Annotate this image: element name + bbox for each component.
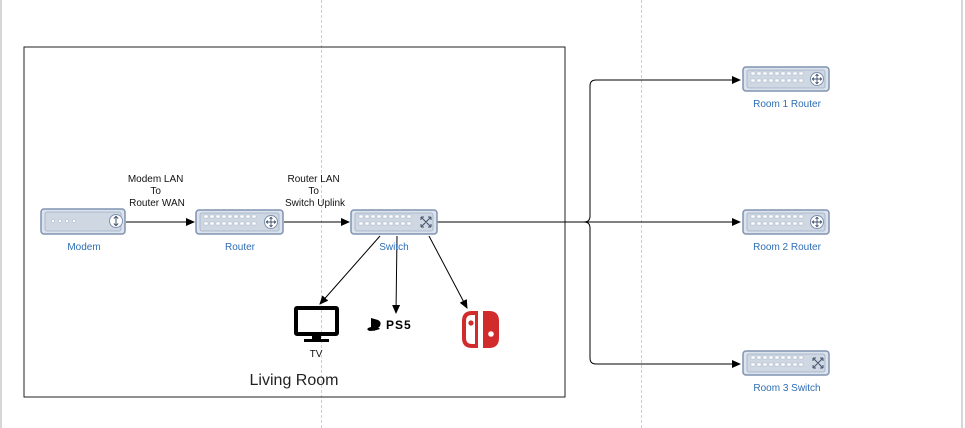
modem-label: Modem [67,242,100,253]
edge-label-modem-router: Modem LAN To Router WAN [128,174,186,209]
room2-router-device[interactable] [742,209,830,235]
router-label: Router [225,242,256,253]
tv-icon[interactable] [294,306,339,342]
edge-label-router-switch: Router LAN To Switch Uplink [285,174,346,209]
switch-device[interactable] [350,209,438,235]
switch-label: Switch [379,242,408,253]
edge-switch-tv [319,235,381,305]
switch-cross-icon [420,216,432,228]
nintendo-switch-icon[interactable] [462,311,499,348]
edge-switch-room1 [437,76,741,223]
room3-switch-device[interactable] [742,350,830,376]
tv-label: TV [310,349,323,360]
edge-switch-room3 [437,221,741,368]
page-border-left [0,0,2,428]
room2-router-label: Room 2 Router [753,242,821,253]
container-label: Living Room [250,372,339,389]
page-border-right [961,0,963,428]
modem-device[interactable] [40,208,126,235]
edge-switch-ps5 [392,235,401,314]
page-guide [321,0,322,428]
room1-router-label: Room 1 Router [753,99,821,110]
page-guide [641,0,642,428]
room3-switch-label: Room 3 Switch [753,383,820,394]
router-device[interactable] [195,209,284,235]
svg-text:PS5: PS5 [386,318,412,332]
room1-router-device[interactable] [742,66,830,92]
switch-cross-icon [812,357,824,369]
edge-switch-nintendo [428,235,468,309]
ps5-logo-icon[interactable]: PS5 [367,318,411,332]
